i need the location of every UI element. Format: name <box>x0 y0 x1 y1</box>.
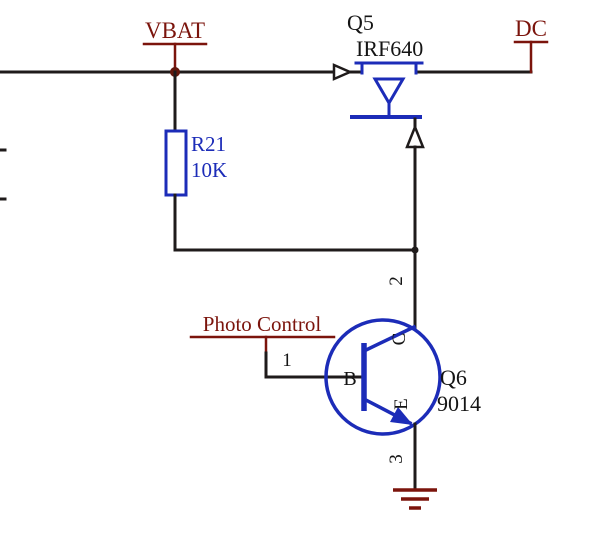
transistor-collector-line <box>361 324 417 354</box>
photo-control-port-label: Photo Control <box>203 312 322 336</box>
base-wire <box>264 351 366 379</box>
dc-port-label: DC <box>515 16 547 41</box>
q6-terminal-emitter-label: E <box>391 398 412 410</box>
q6-part-label: 9014 <box>437 391 481 416</box>
q5-part-label: IRF640 <box>356 36 423 61</box>
pin3-number: 3 <box>386 454 407 464</box>
transistor-symbol <box>324 318 442 436</box>
mosfet-symbol <box>350 61 424 119</box>
transistor-emitter-arrow <box>390 407 413 425</box>
gate-pin-arrow <box>405 123 425 149</box>
resistor-symbol <box>164 129 188 197</box>
r21-value-label: 10K <box>191 158 227 182</box>
ground-symbol <box>393 488 437 510</box>
q6-designator-label: Q6 <box>440 365 467 390</box>
pin2-number: 2 <box>386 276 407 286</box>
r21-designator-label: R21 <box>191 132 226 156</box>
mosfet-source-pin-arrow <box>332 63 354 81</box>
transistor-circle <box>324 318 442 436</box>
vbat-port-label: VBAT <box>145 18 205 43</box>
mosfet-body-arrow <box>372 77 406 106</box>
q5-designator-label: Q5 <box>347 10 374 35</box>
q6-terminal-base-label: B <box>343 368 356 390</box>
pin1-number: 1 <box>282 350 292 371</box>
q6-terminal-collector-label: C <box>389 333 410 346</box>
